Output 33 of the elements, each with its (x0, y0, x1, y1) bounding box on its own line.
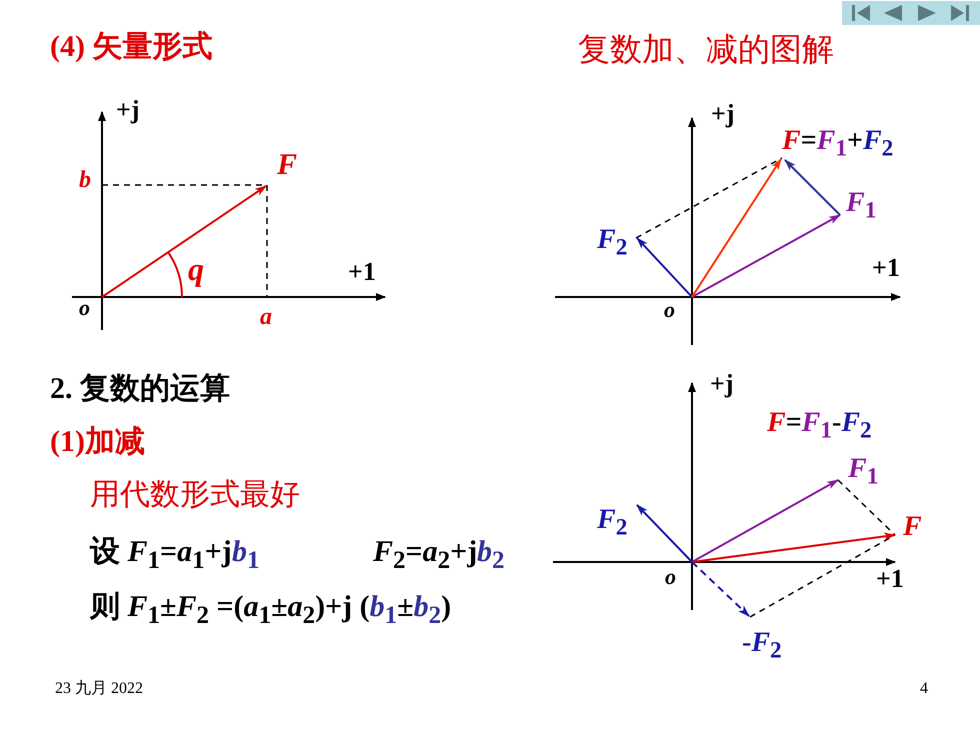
axis-label: +1 (876, 565, 904, 594)
subsection-heading: (1)加减 (50, 425, 145, 458)
note-text: 用代数形式最好 (90, 478, 300, 511)
axis-label: +1 (872, 254, 900, 283)
formula: F$_{2}$=a$_{2}$+j (373, 535, 478, 574)
point-label: b (79, 167, 91, 194)
point-label: a (260, 304, 272, 330)
origin-label: o (79, 296, 90, 320)
formula: b$_{2}$ (477, 535, 504, 574)
section-heading: 2. 复数的运算 (50, 372, 230, 405)
axis-label: +j (116, 96, 140, 125)
origin-label: o (664, 298, 675, 322)
formula: b$_{1}$ (232, 535, 260, 574)
slide-heading: 复数加、减的图解 (578, 32, 834, 68)
vector-label: F (903, 512, 922, 543)
page-number: 4 (920, 680, 928, 698)
formula: 设 F$_{1}$=a$_{1}$+j (90, 535, 232, 574)
date-footer: 23 九月 2022 (55, 680, 143, 698)
axis-label: +j (710, 370, 734, 399)
formula: 则 F$_{1}$±F$_{2}$ =(a$_{1}$±a$_{2}$)+j (b$_{1}$±b$_{2}$) (90, 590, 452, 630)
vector-label: F$_{2}$ (597, 225, 628, 262)
formula: F=F$_{1}$-F$_{2}$ (767, 408, 872, 444)
formula: F=F$_{1}$+F$_{2}$ (782, 126, 894, 162)
vector-label: F$_{1}$ (846, 188, 876, 224)
vector-label: F$_{2}$ (597, 505, 628, 542)
axis-label: +1 (348, 258, 376, 287)
vector-label: -F$_{2}$ (742, 628, 782, 664)
vector-label: F (277, 148, 298, 181)
section-heading: (4) 矢量形式 (50, 30, 212, 63)
origin-label: o (665, 565, 676, 590)
vector-label: F$_{1}$ (848, 454, 878, 490)
angle-label: q (188, 252, 204, 288)
axis-label: +j (711, 100, 734, 129)
